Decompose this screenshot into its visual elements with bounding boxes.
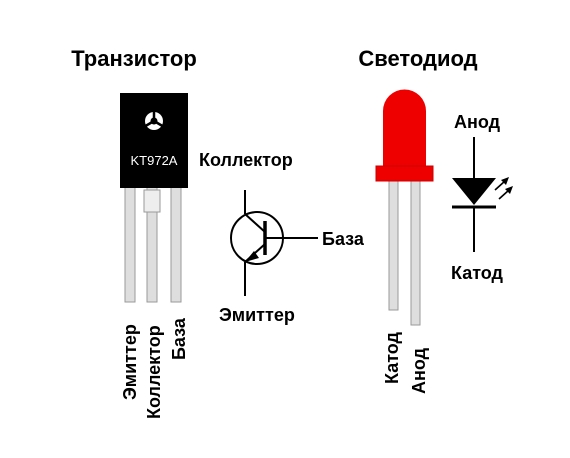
- manufacturer-logo-icon: [144, 111, 164, 130]
- transistor-title: Транзистор: [71, 46, 197, 71]
- led-package: [375, 89, 434, 326]
- light-emission-arrows-icon: [494, 177, 513, 200]
- transistor-symbol: [230, 190, 318, 296]
- symbol-label-base: База: [322, 229, 365, 249]
- led-pin-label-anode: Анод: [409, 347, 429, 394]
- symbol-label-cathode: Катод: [451, 263, 504, 283]
- pin-label-collector: Коллектор: [144, 325, 164, 419]
- pin-label-emitter: Эмиттер: [120, 324, 140, 400]
- symbol-label-collector: Коллектор: [199, 150, 293, 170]
- led-rim: [375, 165, 434, 182]
- pin-label-base: База: [169, 317, 189, 360]
- led-title: Светодиод: [358, 46, 477, 71]
- led-symbol: [452, 137, 513, 252]
- transistor-body: [120, 93, 188, 188]
- led-cathode-lead: [388, 179, 399, 311]
- package-marking: KT972A: [131, 153, 178, 168]
- base-lead: [170, 186, 182, 303]
- collector-lead-tab: [143, 189, 161, 213]
- symbol-label-anode: Анод: [454, 112, 501, 132]
- emitter-arrow-icon: [245, 251, 259, 262]
- led-pin-label-cathode: Катод: [382, 331, 402, 384]
- symbol-label-emitter: Эмиттер: [219, 305, 295, 325]
- diode-triangle-icon: [452, 178, 496, 205]
- led-anode-lead: [410, 179, 421, 326]
- emitter-lead: [124, 186, 136, 303]
- led-dome: [383, 89, 426, 168]
- transistor-package: KT972A: [120, 93, 188, 303]
